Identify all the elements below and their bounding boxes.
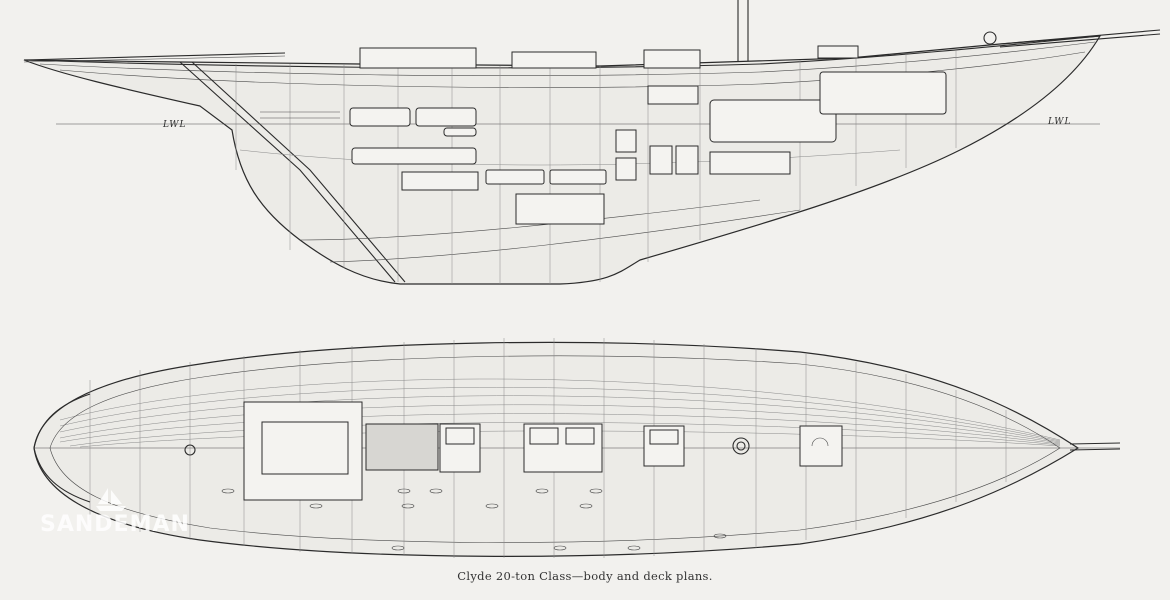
boom (23, 52, 286, 61)
watermark-logo: SANDEMAN (40, 486, 189, 546)
bowsprit (999, 29, 1161, 45)
fore-hatch (817, 45, 859, 59)
companion-house (511, 51, 597, 69)
winch-icon (184, 444, 196, 456)
interior-joinery (260, 71, 947, 225)
fore-hatch-deck (799, 425, 843, 467)
bitt-icon (983, 31, 997, 45)
watermark-text: SANDEMAN (40, 512, 190, 537)
figure-caption: Clyde 20-ton Class—body and deck plans. (457, 569, 713, 583)
lwl-label-aft: LWL (162, 120, 186, 130)
profile-plan: LWL LWL (23, 0, 1161, 285)
ship-icon (96, 488, 126, 511)
skylight-main (643, 49, 701, 69)
companion (365, 423, 439, 471)
deck-fittings (221, 488, 727, 551)
skylight-aft (359, 47, 477, 69)
deck-plan (33, 338, 1121, 558)
deck-planking (59, 378, 1061, 448)
lwl-label-fwd: LWL (1047, 117, 1071, 127)
mast-partner-icon (732, 437, 750, 455)
